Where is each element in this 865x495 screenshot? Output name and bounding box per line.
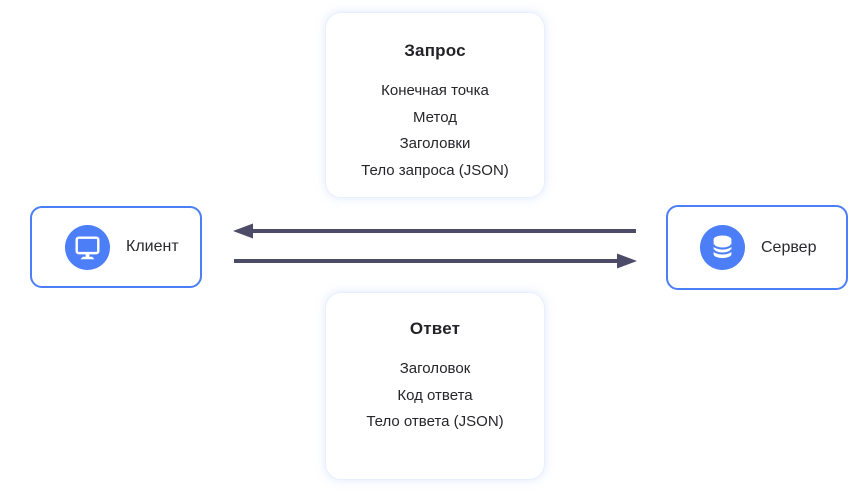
request-item: Метод: [413, 108, 457, 126]
server-node-label: Сервер: [761, 238, 817, 256]
monitor-icon: [65, 224, 110, 270]
response-item: Тело ответа (JSON): [366, 413, 504, 430]
request-card: Запрос Конечная точка Метод Заголовки Те…: [325, 12, 545, 198]
client-node: Клиент: [30, 206, 202, 288]
request-item: Конечная точка: [381, 82, 489, 99]
request-item: Тело запроса (JSON): [361, 161, 509, 179]
arrow-right: [234, 253, 637, 269]
response-card-list: Заголовок Код ответа Тело ответа (JSON): [326, 356, 544, 436]
request-response-arrows: [233, 223, 637, 269]
database-icon: [700, 225, 745, 270]
server-node: Сервер: [666, 205, 848, 290]
response-item: Код ответа: [397, 386, 473, 404]
request-card-list: Конечная точка Метод Заголовки Тело запр…: [326, 78, 544, 184]
client-node-label: Клиент: [126, 238, 179, 255]
arrow-left: [233, 223, 636, 239]
response-card: Ответ Заголовок Код ответа Тело ответа (…: [325, 292, 545, 480]
response-card-title: Ответ: [409, 319, 461, 338]
request-card-title: Запрос: [404, 41, 466, 60]
request-item: Заголовки: [399, 135, 471, 152]
response-item: Заголовок: [399, 360, 471, 377]
